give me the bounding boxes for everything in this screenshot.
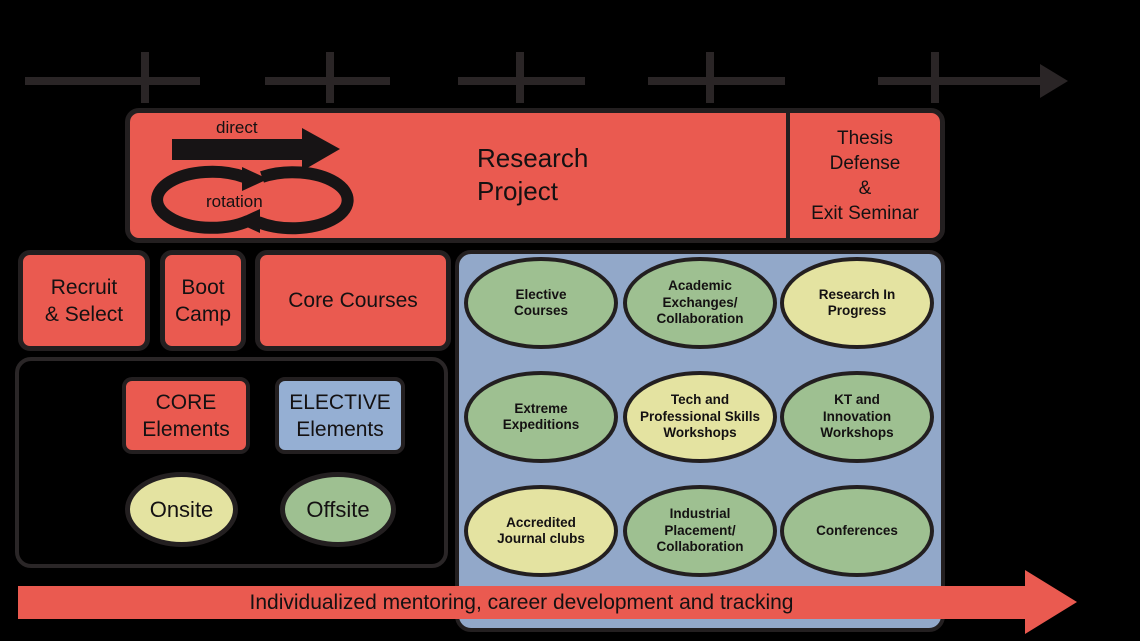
thesis-defense-box: Thesis Defense & Exit Seminar xyxy=(811,127,919,224)
bubble-industrial-placement: Industrial Placement/ Collaboration xyxy=(623,485,777,577)
bubble-kt-innovation: KT and Innovation Workshops xyxy=(780,371,934,463)
bubble-elective-courses: Elective Courses xyxy=(464,257,618,349)
elective-panel: Elective Courses Academic Exchanges/ Col… xyxy=(455,250,945,632)
legend-elective-elements: ELECTIVE Elements xyxy=(275,377,405,454)
research-project-box: direct rotation Research Project Thesis … xyxy=(125,108,945,243)
legend-box: CORE Elements ELECTIVE Elements Onsite O… xyxy=(15,357,448,568)
rotation-cycle-icon xyxy=(151,165,354,235)
thesis-divider xyxy=(786,113,790,238)
legend-onsite-ellipse: Onsite xyxy=(125,472,238,547)
mentoring-arrow: Individualized mentoring, career develop… xyxy=(18,586,1025,619)
legend-core-elements: CORE Elements xyxy=(122,377,250,454)
bubble-research-in-progress: Research In Progress xyxy=(780,257,934,349)
bubble-extreme-expeditions: Extreme Expeditions xyxy=(464,371,618,463)
mentoring-arrow-label: Individualized mentoring, career develop… xyxy=(249,590,794,614)
direct-label: direct xyxy=(216,118,258,137)
phase-box-recruit-select: Recruit & Select xyxy=(18,250,150,351)
research-project-title: Research Project xyxy=(477,143,589,206)
phase-box-core-courses: Core Courses xyxy=(255,250,451,351)
mentoring-arrowhead-icon xyxy=(1025,570,1077,634)
direct-arrow-icon xyxy=(172,128,340,171)
bubble-conferences: Conferences xyxy=(780,485,934,577)
rotation-label: rotation xyxy=(206,192,263,211)
bubble-academic-exchanges: Academic Exchanges/ Collaboration xyxy=(623,257,777,349)
bubble-accredited-journal-clubs: Accredited Journal clubs xyxy=(464,485,618,577)
timeline-arrow-icon xyxy=(25,52,1068,103)
legend-offsite-ellipse: Offsite xyxy=(280,472,396,547)
bubble-tech-professional-skills: Tech and Professional Skills Workshops xyxy=(623,371,777,463)
phase-box-boot-camp: Boot Camp xyxy=(160,250,246,351)
